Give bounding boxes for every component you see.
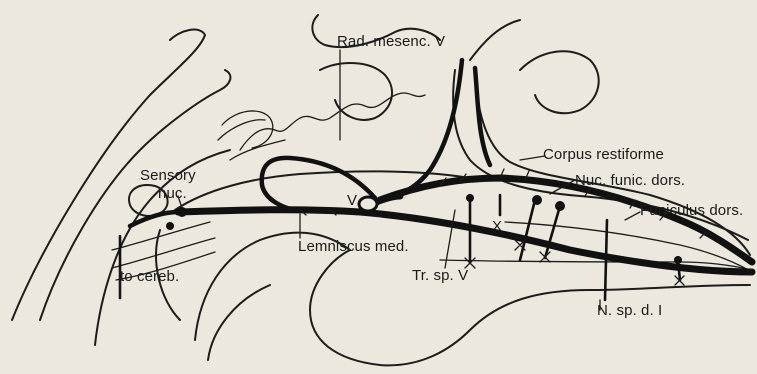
ventricle-wavy-line <box>240 93 425 150</box>
medulla-inner-line <box>505 222 752 272</box>
trigeminal-nerve-cut <box>359 197 377 211</box>
label-rad-mesenc: Rad. mesenc. V <box>337 33 445 50</box>
leader-corpus <box>520 156 545 160</box>
tectum-fold <box>320 63 392 120</box>
leader-lines <box>120 50 640 310</box>
label-corpus-restiforme: Corpus restiforme <box>543 146 664 163</box>
mesencephalic-root-branch <box>475 68 490 165</box>
cell-3 <box>555 201 565 211</box>
label-to-cereb: to cereb. <box>120 268 179 285</box>
label-nuc: nuc. <box>158 185 187 202</box>
lemniscus-tract <box>178 210 752 272</box>
dorsal-surface <box>475 75 750 255</box>
leader-funiculus <box>625 212 640 220</box>
label-lemniscus-med: Lemniscus med. <box>298 238 409 255</box>
leader-trsp <box>445 210 455 268</box>
cell-sensory-2 <box>166 222 174 230</box>
cell-1 <box>466 194 474 202</box>
midbrain-outline-right <box>470 20 520 60</box>
medulla-ventral <box>208 285 270 360</box>
pons-ventral <box>195 233 750 366</box>
cell-4 <box>674 256 682 264</box>
label-nuc-funic-dors: Nuc. funic. dors. <box>575 172 685 189</box>
label-tr-sp-v: Tr. sp. V <box>412 267 468 284</box>
label-v: V <box>347 192 357 209</box>
ventricle-floor <box>218 120 285 160</box>
label-sensory: Sensory <box>140 167 196 184</box>
label-n-sp-d: N. sp. d. I <box>597 302 662 319</box>
colliculus-right <box>520 51 599 113</box>
label-funiculus-dors: Funiculus dors. <box>640 202 743 219</box>
label-x: X <box>492 218 502 235</box>
cell-2 <box>532 195 542 205</box>
fiber-3 <box>520 200 535 260</box>
